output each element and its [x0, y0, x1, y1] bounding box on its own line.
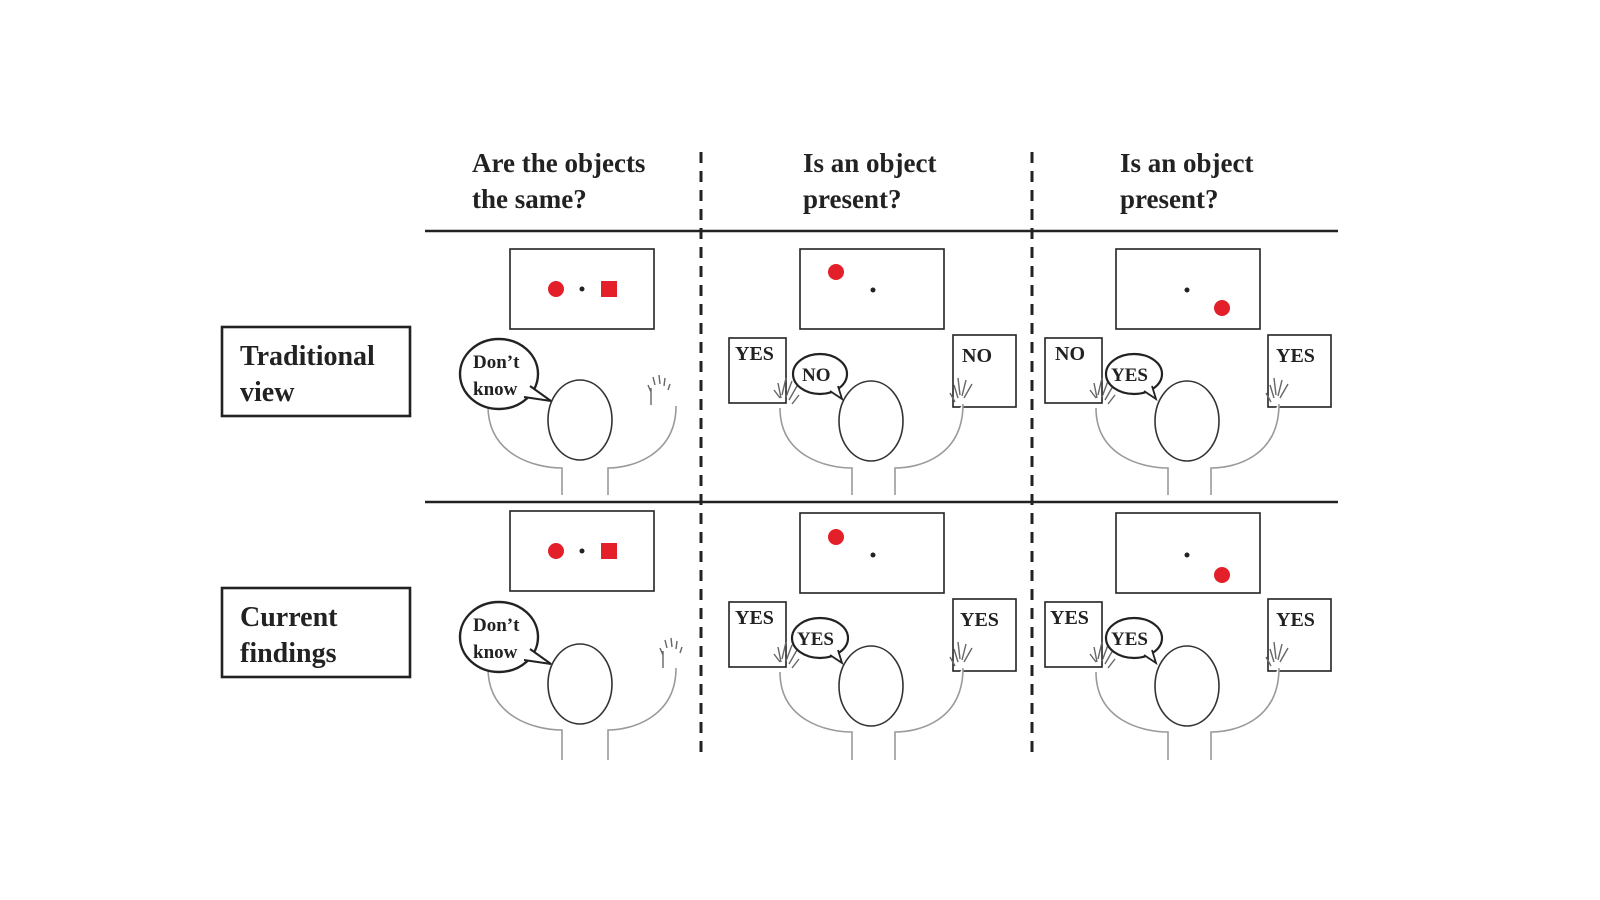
red-circle: [1214, 300, 1230, 316]
right-card-text: NO: [962, 345, 992, 367]
speech-line2: know: [473, 642, 518, 663]
left-response-card: NO: [1044, 337, 1103, 404]
person-figure: [773, 377, 973, 495]
right-response-card: YES: [952, 598, 1017, 672]
fixation-dot: [579, 286, 585, 292]
row1-label-line2: view: [240, 377, 295, 408]
left-card-text: YES: [1050, 607, 1089, 629]
fixation-dot: [1184, 552, 1190, 558]
speech-bubble: NO: [791, 352, 849, 402]
speech-text: YES: [797, 629, 834, 650]
speech-bubble: Don’t know: [458, 337, 552, 411]
right-card-text: YES: [1276, 345, 1315, 367]
fixation-dot: [1184, 287, 1190, 293]
red-circle: [548, 543, 564, 559]
panel-r2-c2: YES YES YES: [728, 512, 1017, 760]
right-card-text: YES: [1276, 609, 1315, 631]
left-card-text: YES: [735, 343, 774, 365]
panel-r2-c1: Don’t know: [458, 510, 683, 760]
row2-label-line1: Current: [240, 602, 338, 633]
speech-bubble: YES: [790, 616, 850, 666]
speech-bubble: Don’t know: [458, 600, 552, 674]
left-response-card: YES: [728, 337, 787, 404]
speech-line2: know: [473, 379, 518, 400]
person-figure: [487, 637, 683, 760]
speech-text: YES: [1111, 629, 1148, 650]
person-figure: [1089, 377, 1289, 495]
right-response-card: YES: [1267, 598, 1332, 672]
panel-r2-c3: YES YES YES: [1044, 512, 1332, 760]
person-figure: [773, 641, 973, 760]
row1-label-line1: Traditional: [240, 341, 375, 372]
speech-bubble: YES: [1104, 616, 1164, 666]
red-circle: [828, 264, 844, 280]
panel-r1-c2: YES NO NO: [728, 248, 1017, 495]
speech-text: YES: [1111, 365, 1148, 386]
col3-question-line1: Is an object: [1120, 148, 1254, 178]
right-card-text: YES: [960, 609, 999, 631]
right-response-card: YES: [1267, 334, 1332, 408]
person-figure: [1089, 641, 1289, 760]
person-figure: [487, 374, 677, 495]
red-square: [601, 281, 617, 297]
col2-question-line1: Is an object: [803, 148, 937, 178]
panel-r1-c1: Don’t know: [458, 248, 677, 495]
col2-question-line2: present?: [803, 184, 902, 214]
left-response-card: YES: [728, 601, 787, 668]
left-response-card: YES: [1044, 601, 1103, 668]
right-response-card: NO: [952, 334, 1017, 408]
left-card-text: NO: [1055, 343, 1085, 365]
col1-question-line2: the same?: [472, 184, 587, 214]
panel-r1-c3: NO YES YES: [1044, 248, 1332, 495]
row-label-current: Current findings: [220, 586, 412, 679]
speech-line1: Don’t: [473, 352, 520, 373]
fixation-dot: [579, 548, 585, 554]
row2-label-line2: findings: [240, 638, 337, 669]
row-label-traditional: Traditional view: [220, 325, 412, 418]
red-square: [601, 543, 617, 559]
col3-question-line2: present?: [1120, 184, 1219, 214]
fixation-dot: [870, 552, 876, 558]
speech-text: NO: [802, 365, 831, 386]
speech-line1: Don’t: [473, 615, 520, 636]
col1-question-line1: Are the objects: [472, 148, 645, 178]
red-circle: [1214, 567, 1230, 583]
red-circle: [548, 281, 564, 297]
fixation-dot: [870, 287, 876, 293]
red-circle: [828, 529, 844, 545]
left-card-text: YES: [735, 607, 774, 629]
speech-bubble: YES: [1104, 352, 1164, 402]
